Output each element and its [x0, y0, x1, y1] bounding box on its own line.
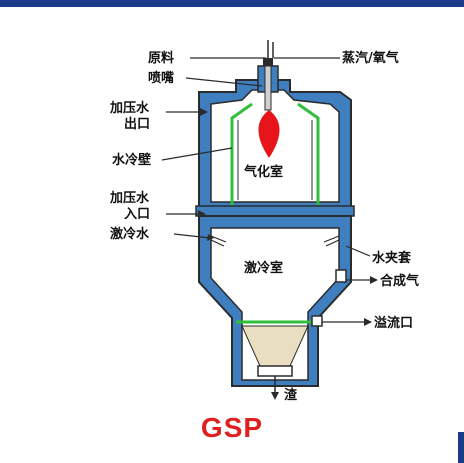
label-water-cooled-wall: 水冷壁	[112, 152, 151, 168]
label-water-outlet-2: 出口	[124, 116, 150, 132]
flame	[258, 110, 280, 158]
overflow-outlet	[311, 315, 323, 327]
label-water-jacket: 水夹套	[372, 250, 412, 266]
top-bar	[0, 0, 464, 7]
label-water-inlet-1: 加压水	[109, 190, 150, 206]
label-gasification-chamber: 气化室	[244, 164, 283, 180]
label-water-outlet-1: 加压水	[109, 100, 150, 116]
label-quench-water: 激冷水	[110, 226, 150, 242]
label-feed: 原料	[148, 50, 174, 66]
label-syngas: 合成气	[380, 273, 419, 289]
quench-sprays	[210, 235, 340, 247]
label-quench-chamber: 激冷室	[244, 260, 283, 276]
diagram-title: GSP	[200, 412, 264, 443]
quench-chamber-interior	[210, 227, 340, 381]
syngas-outlet	[335, 269, 347, 283]
label-water-inlet-2: 入口	[124, 207, 150, 222]
label-overflow: 溢流口	[374, 315, 413, 331]
label-nozzle: 喷嘴	[148, 70, 174, 86]
water-cooled-wall	[230, 102, 320, 206]
label-steam-oxygen: 蒸汽/氧气	[342, 50, 399, 66]
right-edge-bar	[458, 432, 464, 463]
nozzle	[264, 65, 272, 111]
label-slag: 渣	[284, 387, 298, 403]
flange	[195, 205, 355, 217]
